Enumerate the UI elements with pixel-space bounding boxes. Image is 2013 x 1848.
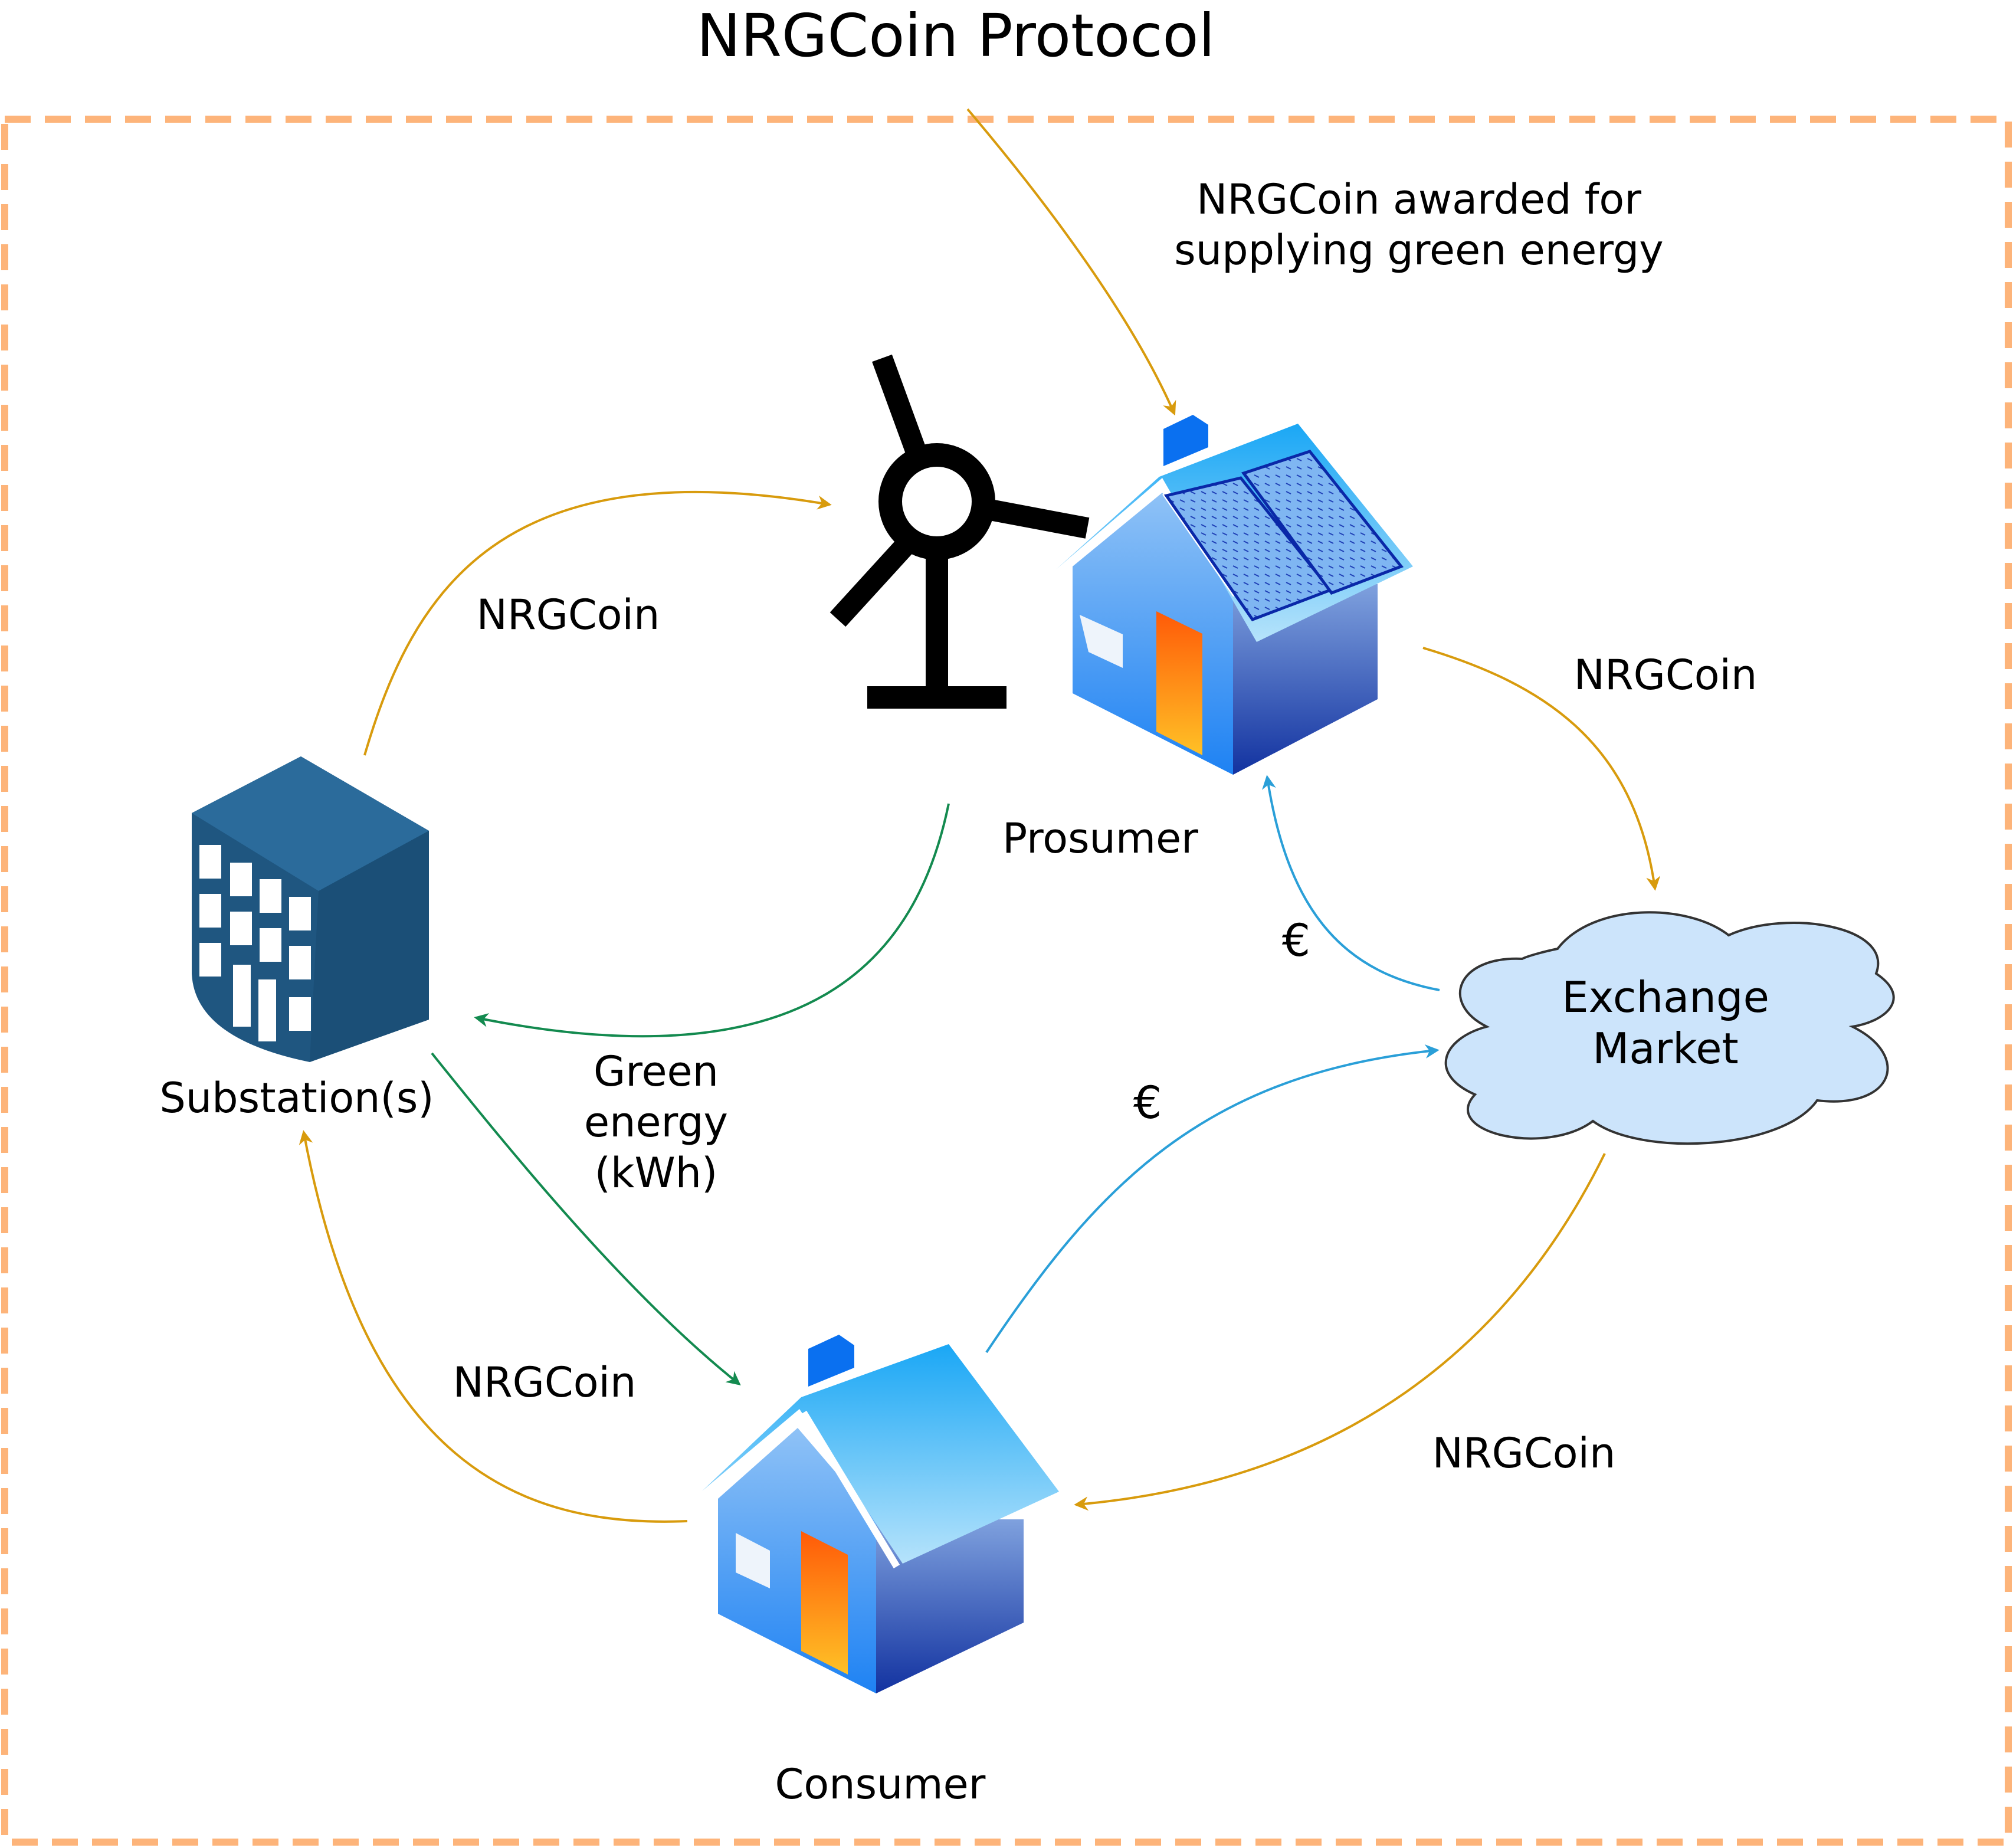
arrow-prosumer-to-exchange: [1422, 647, 1661, 891]
wind-turbine-icon: [830, 354, 1090, 709]
green-energy-label-line-3: (kWh): [595, 1149, 718, 1197]
arrow-title-to-prosumer: [966, 108, 1176, 416]
consumer-label: Consumer: [775, 1760, 986, 1808]
arrow-exchange-to-consumer: [1074, 1153, 1606, 1511]
euro-label-exchange-to-prosumer: €: [1282, 914, 1310, 966]
substation-building-icon: [192, 756, 429, 1062]
euro-label-consumer-to-exchange: €: [1133, 1076, 1162, 1129]
arrow-exchange-to-prosumer: [1262, 775, 1440, 991]
protocol-boundary: [1, 116, 2012, 1846]
diagram-title: NRGCoin Protocol: [697, 1, 1215, 70]
arrow-substation-to-windturbine: [363, 490, 832, 756]
prosumer-label: Prosumer: [1002, 814, 1198, 863]
consumer-house-icon: [702, 1335, 1059, 1693]
arrow-windturbine-to-substation: [474, 803, 950, 1038]
nrgcoin-label-consumer-to-substation: NRGCoin: [453, 1358, 637, 1407]
exchange-market-label-line-2: Market: [1592, 1024, 1739, 1073]
exchange-market-label-line-1: Exchange: [1562, 972, 1769, 1022]
nrgcoin-label-exchange-to-consumer: NRGCoin: [1432, 1429, 1616, 1477]
arrow-substation-to-consumer: [431, 1052, 741, 1385]
exchange-market-cloud: [1444, 911, 1895, 1145]
award-note-line-1: NRGCoin awarded for: [1196, 175, 1641, 224]
arrow-consumer-to-substation: [299, 1130, 688, 1523]
nrgcoin-label-substation-to-windturbine: NRGCoin: [477, 591, 660, 639]
nrgcoin-label-prosumer-to-exchange: NRGCoin: [1574, 651, 1758, 699]
award-note-line-2: supplying green energy: [1174, 226, 1663, 274]
substation-label: Substation(s): [159, 1074, 434, 1122]
green-energy-label-line-2: energy: [584, 1098, 728, 1146]
prosumer-house-icon: [1056, 415, 1413, 775]
green-energy-label-line-1: Green: [594, 1047, 719, 1096]
arrow-consumer-to-exchange: [985, 1044, 1440, 1354]
